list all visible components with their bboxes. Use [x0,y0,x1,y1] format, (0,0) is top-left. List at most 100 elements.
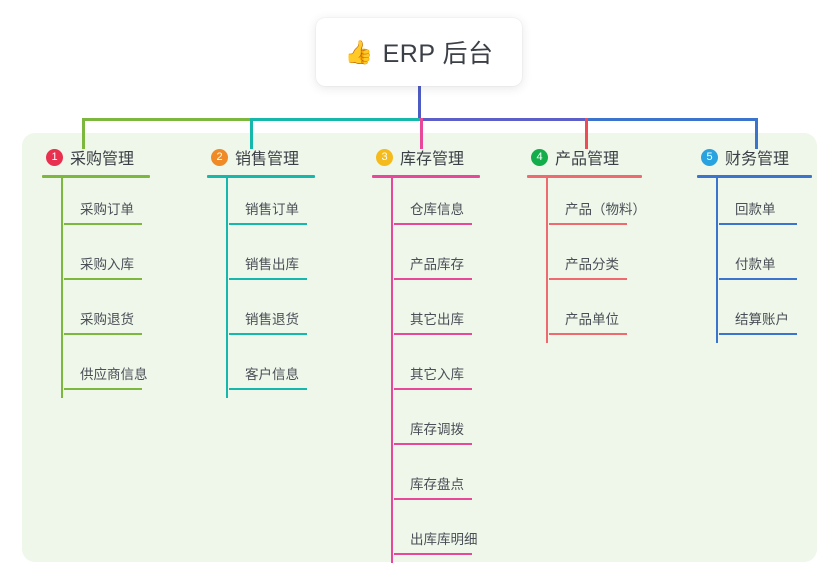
branch-underline-4 [527,175,642,178]
branch-item[interactable]: 其它入库 [394,343,480,398]
branch-item[interactable]: 仓库信息 [394,178,480,233]
branch-title-5: 财务管理 [725,151,790,168]
branch-column-1: 1 采购管理采购订单采购入库采购退货供应商信息 [42,145,150,398]
branch-header-4[interactable]: 4 产品管理 [527,145,642,169]
branch-item-underline [64,278,142,280]
branch-item-label: 出库库明细 [410,532,478,547]
branch-item-label: 采购入库 [80,257,134,272]
branch-item-label: 销售订单 [245,202,299,217]
branch-item[interactable]: 采购订单 [64,178,150,233]
branch-item-underline [549,278,627,280]
branch-item-label: 供应商信息 [80,367,148,382]
root-node-text: ERP 后台 [382,40,494,68]
branch-item-underline [64,333,142,335]
branch-item[interactable]: 产品单位 [549,288,642,343]
branch-spine-3 [391,178,393,563]
branch-item[interactable]: 产品分类 [549,233,642,288]
connector-segment-3 [420,118,588,121]
branch-item[interactable]: 销售退货 [229,288,315,343]
branch-item[interactable]: 结算账户 [719,288,812,343]
branch-header-1[interactable]: 1 采购管理 [42,145,150,169]
branch-item-underline [719,223,797,225]
branch-item-underline [394,553,472,555]
branch-item-underline [394,278,472,280]
branch-spine-1 [61,178,63,398]
branch-item[interactable]: 产品（物料） [549,178,646,233]
branch-item-underline [229,223,307,225]
connector-drop-2 [250,118,253,149]
connector-segment-1 [82,118,253,121]
connector-drop-1 [82,118,85,149]
branch-item-label: 付款单 [735,257,776,272]
branch-item[interactable]: 供应商信息 [64,343,150,398]
branch-item[interactable]: 销售出库 [229,233,315,288]
branch-item[interactable]: 采购退货 [64,288,150,343]
branch-badge-2: 2 [211,148,228,166]
branch-item-underline [229,333,307,335]
connector-drop-4 [585,118,588,149]
branch-item[interactable]: 回款单 [719,178,812,233]
branch-item-label: 结算账户 [735,312,789,327]
branch-column-5: 5 财务管理回款单付款单结算账户 [697,145,812,343]
branch-items-2: 销售订单销售出库销售退货客户信息 [207,178,315,398]
branch-item-label: 产品（物料） [565,202,646,217]
branch-badge-1: 1 [46,148,63,166]
branches-panel [22,133,817,562]
thumbs-up-icon: 👍 [344,38,374,65]
branch-items-3: 仓库信息产品库存其它出库其它入库库存调拨库存盘点出库库明细 [372,178,480,563]
branch-item-underline [549,223,627,225]
branch-title-2: 销售管理 [235,151,300,168]
root-stem-line [418,86,421,121]
branch-spine-5 [716,178,718,343]
branch-item-label: 库存盘点 [410,477,464,492]
branch-underline-5 [697,175,812,178]
branch-header-5[interactable]: 5 财务管理 [697,145,812,169]
branch-item[interactable]: 客户信息 [229,343,315,398]
branch-underline-1 [42,175,150,178]
branch-item-label: 采购退货 [80,312,134,327]
branch-spine-2 [226,178,228,398]
branch-item-underline [719,333,797,335]
root-node[interactable]: 👍 ERP 后台 [316,18,522,86]
branch-spine-4 [546,178,548,343]
branch-item-underline [549,333,627,335]
branch-item-underline [394,443,472,445]
branch-item[interactable]: 出库库明细 [394,508,480,563]
branch-item[interactable]: 采购入库 [64,233,150,288]
branch-item-underline [394,223,472,225]
branch-item-underline [394,388,472,390]
branch-title-1: 采购管理 [70,151,135,168]
branch-column-4: 4 产品管理产品（物料） 产品分类产品单位 [527,145,646,343]
branch-header-2[interactable]: 2 销售管理 [207,145,315,169]
branch-column-2: 2 销售管理销售订单销售出库销售退货客户信息 [207,145,315,398]
connector-drop-5 [755,118,758,149]
branch-item[interactable]: 销售订单 [229,178,315,233]
branch-item-label: 库存调拨 [410,422,464,437]
branch-badge-4: 4 [531,148,548,166]
branch-item[interactable]: 库存盘点 [394,453,480,508]
branch-title-3: 库存管理 [400,151,465,168]
branch-items-1: 采购订单采购入库采购退货供应商信息 [42,178,150,398]
branch-item-label: 产品单位 [565,312,619,327]
root-node-label: 👍 ERP 后台 [344,34,493,70]
branch-item-label: 仓库信息 [410,202,464,217]
branch-item-label: 销售出库 [245,257,299,272]
branch-item-underline [229,388,307,390]
branch-item-label: 采购订单 [80,202,134,217]
branch-item[interactable]: 其它出库 [394,288,480,343]
branch-title-4: 产品管理 [555,151,620,168]
branch-item[interactable]: 付款单 [719,233,812,288]
connector-segment-2 [250,118,423,121]
branch-item-underline [64,388,142,390]
branch-item-underline [719,278,797,280]
branch-item-underline [64,223,142,225]
branch-items-4: 产品（物料） 产品分类产品单位 [527,178,646,343]
connector-drop-3 [420,118,423,149]
branch-badge-5: 5 [701,148,718,166]
branch-item[interactable]: 库存调拨 [394,398,480,453]
branch-underline-3 [372,175,480,178]
branch-item[interactable]: 产品库存 [394,233,480,288]
